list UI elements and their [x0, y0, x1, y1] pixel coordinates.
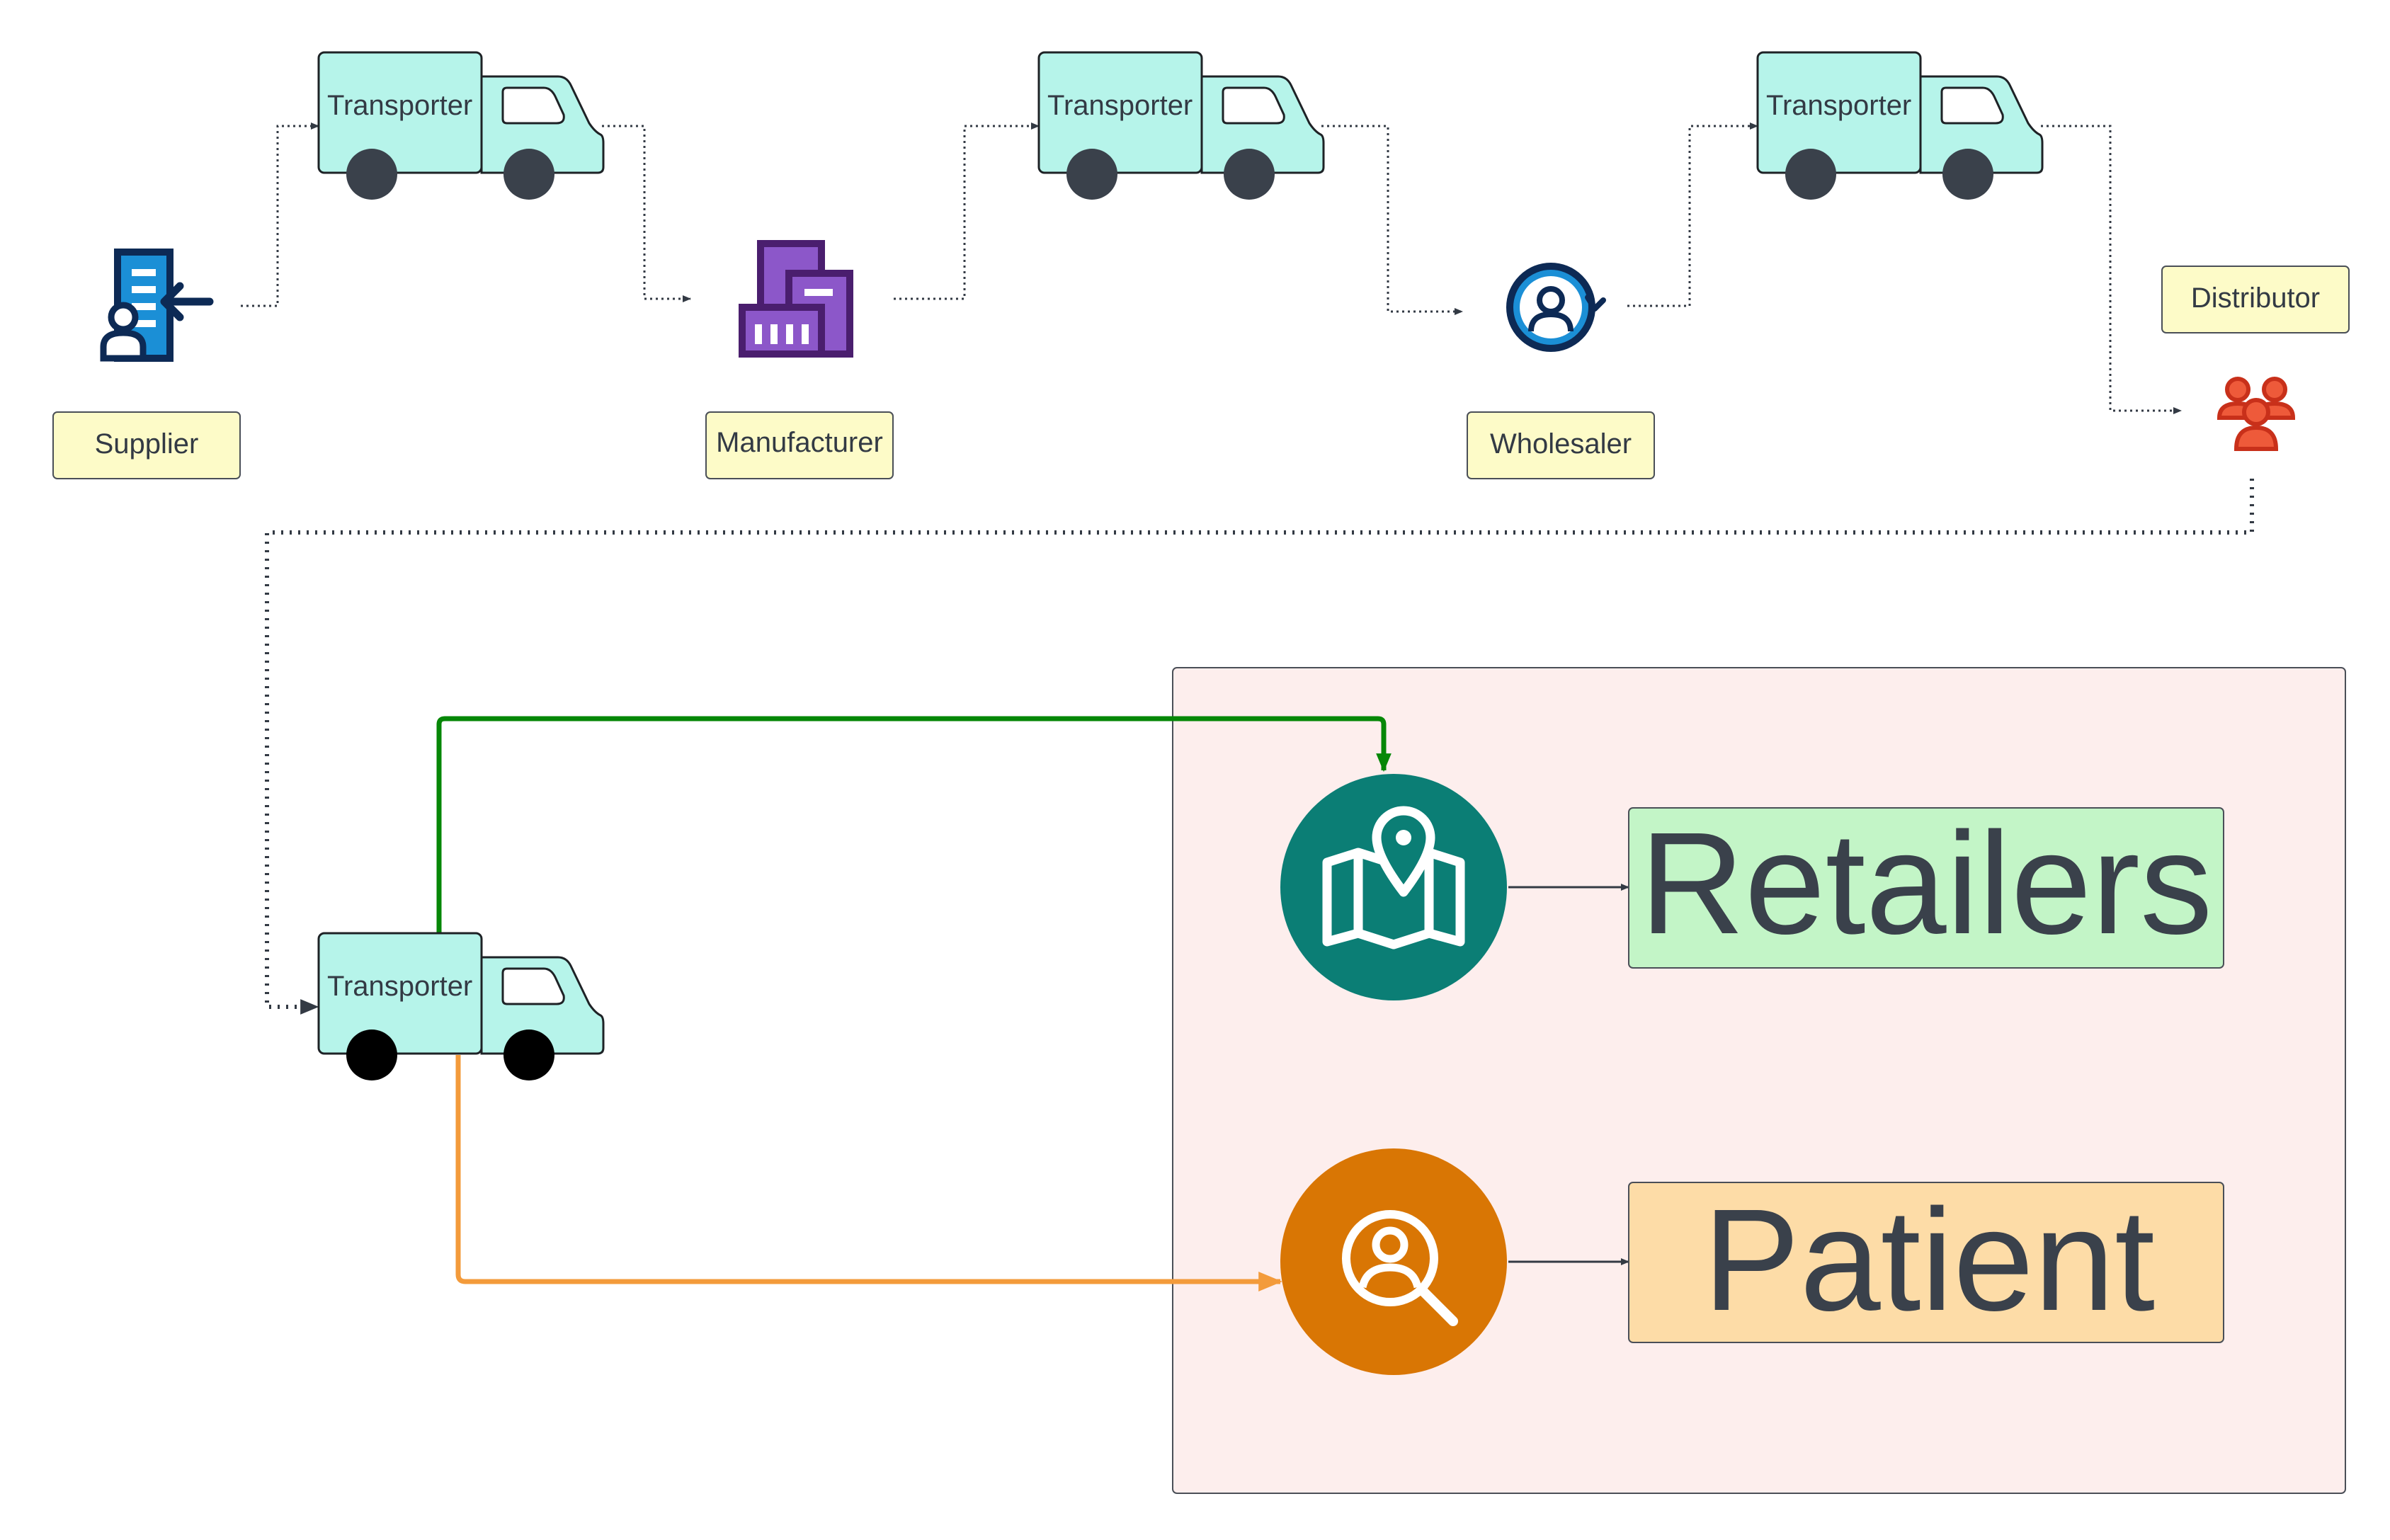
connector-transporter-wholesaler — [1321, 125, 1463, 315]
connector-transporter-distributor — [2041, 125, 2182, 414]
patient-box: Patient — [1628, 1179, 2224, 1343]
transporter-4: Transporter — [317, 932, 605, 1080]
transporter-label: Transporter — [1047, 90, 1193, 121]
transporter-label: Transporter — [327, 90, 472, 121]
transporter-label: Transporter — [1766, 90, 1911, 121]
wheel-icon — [346, 149, 397, 200]
wheel-icon — [503, 1029, 554, 1080]
user-circle-refresh-icon — [1506, 263, 1606, 352]
supplier-label: Supplier — [95, 428, 199, 460]
people-group-icon — [2217, 377, 2296, 451]
supplier-label-box: Supplier — [52, 411, 241, 479]
wheel-icon — [503, 149, 554, 200]
connector-manufacturer-transporter — [894, 122, 1040, 300]
user-search-icon — [1280, 1148, 1507, 1375]
transporter-1: Transporter — [317, 51, 605, 200]
patient-label: Patient — [1703, 1179, 2155, 1341]
manufacturer-label: Manufacturer — [716, 427, 883, 458]
retailers-box: Retailers — [1628, 802, 2224, 969]
wheel-icon — [1066, 149, 1117, 200]
supplier-building-person-icon — [100, 249, 214, 362]
wholesaler-label: Wholesaler — [1490, 428, 1632, 460]
transporter-label: Transporter — [327, 971, 472, 1002]
wholesaler-label-box: Wholesaler — [1467, 411, 1655, 479]
wheel-icon — [1224, 149, 1275, 200]
transporter-2: Transporter — [1037, 51, 1325, 200]
connector-supplier-transporter — [241, 122, 319, 307]
arrow-to-retailers — [436, 716, 1392, 933]
wheel-icon — [1785, 149, 1836, 200]
factory-icon — [739, 240, 853, 358]
connector-distributor-transporter — [265, 479, 2254, 1015]
retailers-label: Retailers — [1640, 802, 2213, 964]
connectors-top — [241, 122, 2182, 414]
connector-transporter-manufacturer — [602, 125, 691, 302]
map-pin-icon — [1280, 774, 1507, 1000]
arrow-to-patient — [455, 1055, 1282, 1291]
distributor-label: Distributor — [2191, 283, 2320, 314]
transporter-3: Transporter — [1756, 51, 2044, 200]
manufacturer-label-box: Manufacturer — [705, 411, 894, 479]
connector-wholesaler-transporter — [1627, 122, 1758, 307]
wheel-icon — [346, 1029, 397, 1080]
wheel-icon — [1942, 149, 1993, 200]
distributor-label-box: Distributor — [2161, 266, 2350, 333]
